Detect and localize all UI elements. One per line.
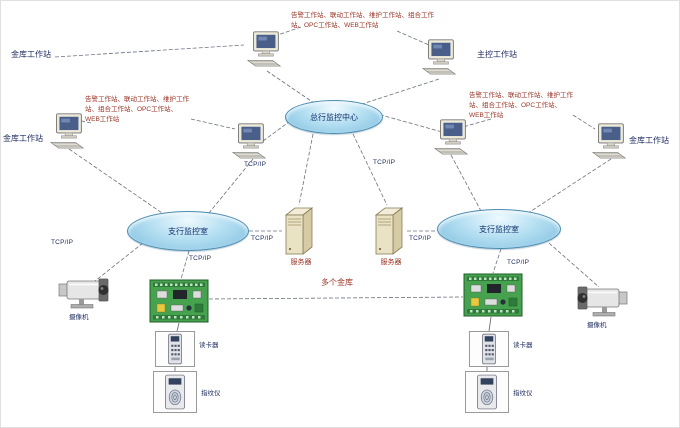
network-right-label: 支行监控室 xyxy=(479,224,519,234)
access-controller-board-right xyxy=(463,273,523,322)
workstation-icon-right xyxy=(591,121,629,166)
tcpip-label-7: TCP/IP xyxy=(507,259,530,266)
network-left-label: 支行监控室 xyxy=(168,226,208,236)
tcpip-label-2: TCP/IP xyxy=(373,159,396,166)
fingerprint-label-right: 指纹仪 xyxy=(513,390,533,397)
tcpip-label-1: TCP/IP xyxy=(244,161,267,168)
workstation-icon-right-center xyxy=(433,117,471,162)
camera-label-left: 摄像机 xyxy=(69,314,89,321)
annotation-left: 告警工作站、联动工作站、维护工作站、组合工作站、OPC工作站、WEB工作站 xyxy=(85,96,189,123)
server-label-left: 服务器 xyxy=(290,259,312,266)
card-reader-device-right xyxy=(469,331,509,367)
workstation-icon-left xyxy=(49,111,87,156)
workstation-label-top-left: 金库工作站 xyxy=(11,50,51,59)
workstation-icon-left-center xyxy=(231,121,269,166)
network-center-label: 总行监控中心 xyxy=(310,112,358,122)
card-reader-label-right: 读卡器 xyxy=(513,342,533,349)
multi-vault-label: 多个金库 xyxy=(321,278,353,287)
card-reader-device-left xyxy=(155,331,195,367)
tcpip-label-4: TCP/IP xyxy=(251,235,274,242)
tcpip-label-3: TCP/IP xyxy=(51,239,74,246)
access-controller-board-left xyxy=(149,279,209,328)
annotation-right: 告警工作站、联动工作站、维护工作站、组合工作站、OPC工作站、WEB工作站 xyxy=(469,92,573,119)
server-icon-right xyxy=(371,205,407,262)
network-right: 支行监控室 xyxy=(437,209,561,249)
camera-label-right: 摄像机 xyxy=(587,322,607,329)
fingerprint-device-right xyxy=(465,371,509,413)
tcpip-label-6: TCP/IP xyxy=(409,235,432,242)
workstation-icon-top-right xyxy=(421,37,459,82)
workstation-label-left: 金库工作站 xyxy=(3,134,43,143)
fingerprint-device-left xyxy=(153,371,197,413)
fingerprint-label-left: 指纹仪 xyxy=(201,390,221,397)
network-left: 支行监控室 xyxy=(127,211,249,251)
annotation-top: 告警工作站、联动工作站、维护工作站、组合工作站、OPC工作站、WEB工作站 xyxy=(291,12,434,29)
server-icon-left xyxy=(281,205,317,262)
tcpip-label-5: TCP/IP xyxy=(189,255,212,262)
workstation-label-right: 金库工作站 xyxy=(629,136,669,145)
card-reader-label-left: 读卡器 xyxy=(199,342,219,349)
camera-icon-left xyxy=(55,275,115,316)
network-center: 总行监控中心 xyxy=(285,100,383,134)
camera-icon-right xyxy=(571,283,631,324)
workstation-icon-top-left xyxy=(246,29,284,74)
server-label-right: 服务器 xyxy=(380,259,402,266)
workstation-label-top-right: 主控工作站 xyxy=(477,50,517,59)
